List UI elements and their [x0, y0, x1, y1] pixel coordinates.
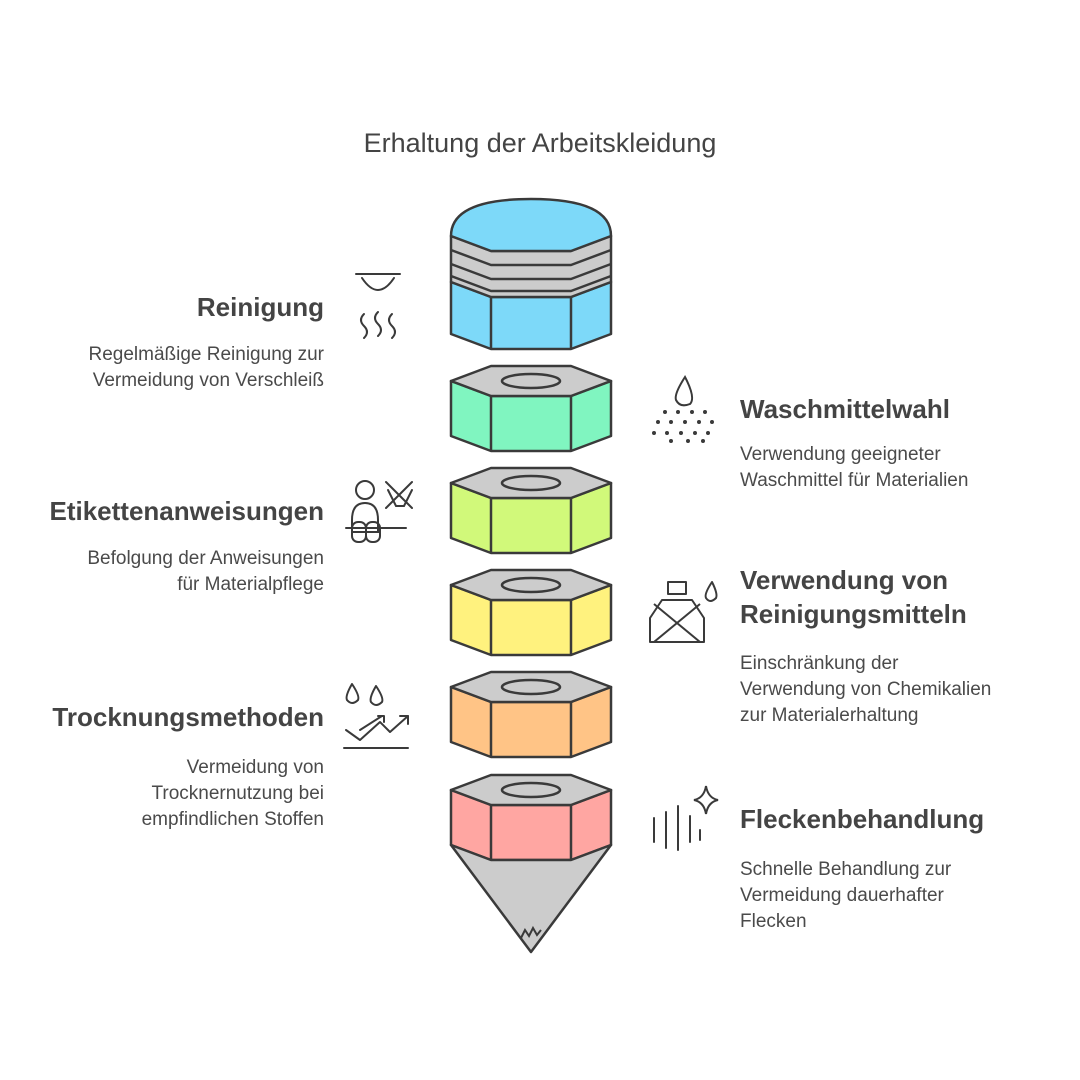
nut-hole-3	[500, 576, 562, 594]
person-no-wash-icon	[345, 480, 413, 543]
cap-band-line-3	[450, 274, 612, 293]
sparkle-clean-icon	[653, 785, 719, 851]
description-etikettenanweisungen: Befolgung der Anweisungen für Materialpf…	[87, 548, 324, 595]
hex-stack	[449, 197, 613, 954]
cap-top	[449, 197, 613, 253]
nut-hole-4	[500, 678, 562, 696]
drying-drops-icon	[343, 683, 409, 749]
heading-etikettenanweisungen: Etikettenanweisungen	[49, 496, 325, 526]
description-trocknungsmethoden: Vermeidung von Trocknernutzung bei empfi…	[141, 757, 324, 830]
heading-trocknungsmethoden: Trocknungsmethoden	[52, 702, 324, 732]
cap-band-line-2	[450, 262, 612, 281]
tip-break	[520, 925, 542, 939]
chemical-bottle-icon	[649, 581, 718, 643]
nut-hole-2	[500, 474, 562, 492]
nut-top-3	[449, 568, 613, 602]
cap-band-line-1	[450, 248, 612, 267]
description-reinigung: Regelmäßige Reinigung zur Vermeidung von…	[88, 344, 324, 391]
detergent-drop-icon	[652, 375, 714, 443]
description-waschmittelwahl: Verwendung geeigneter Waschmittel für Ma…	[740, 444, 969, 491]
diagram-title: Erhaltung der Arbeitskleidung	[363, 128, 717, 158]
steam-icon	[355, 273, 401, 339]
description-fleckenbehandlung: Schnelle Behandlung zur Vermeidung dauer…	[740, 859, 952, 932]
heading-fleckenbehandlung: Fleckenbehandlung	[740, 804, 985, 834]
nut-hole-5	[500, 781, 562, 799]
nut-top-1	[449, 364, 613, 398]
heading-waschmittelwahl: Waschmittelwahl	[740, 394, 950, 424]
nut-top-5	[449, 773, 613, 807]
nut-hole-1	[500, 372, 562, 390]
heading-reinigung: Reinigung	[196, 292, 324, 322]
nut-top-4	[449, 670, 613, 704]
nut-top-2	[449, 466, 613, 500]
tip-cone	[449, 843, 613, 954]
description-verwendung-von-reinigungsmitteln: Einschränkung der Verwendung von Chemika…	[740, 653, 992, 726]
heading-verwendung-von-reinigungsmitteln: Verwendung von Reinigungsmitteln	[740, 565, 967, 629]
